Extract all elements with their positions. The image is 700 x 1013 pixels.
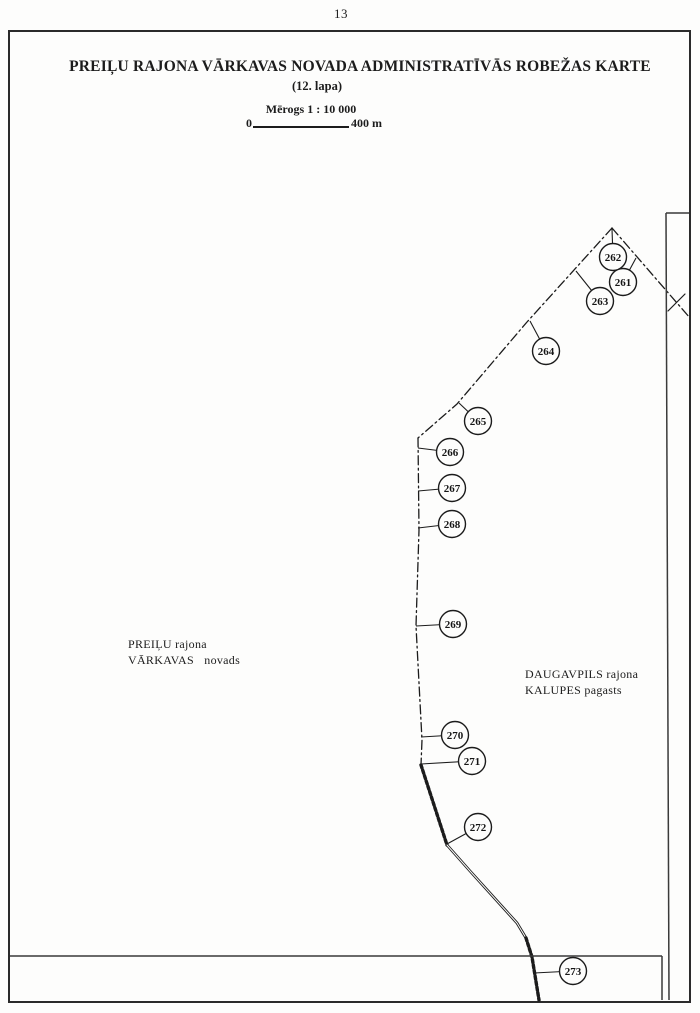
region-label-left: PREIĻU rajona VĀRKAVAS novads	[128, 636, 240, 668]
boundary-point-265: 265	[458, 402, 493, 436]
point-label: 265	[470, 416, 487, 428]
point-circle	[435, 437, 465, 467]
map-sheet-label: (12. lapa)	[292, 79, 342, 93]
boundary-cross-mark	[667, 293, 686, 312]
scale-bar: 0 400 m	[246, 116, 382, 130]
region-right-line2: KALUPES pagasts	[525, 683, 622, 697]
point-label: 263	[592, 296, 609, 308]
point-circle	[457, 746, 487, 776]
boundary-point-262: 262	[598, 228, 628, 272]
point-label: 261	[615, 277, 632, 289]
region-right-line1: DAUGAVPILS rajona	[525, 667, 639, 681]
region-left-line1: PREIĻU rajona	[128, 637, 207, 651]
boundary-point-270: 270	[420, 720, 470, 750]
boundary-south-hatched-1	[419, 763, 449, 847]
boundary-point-261: 261	[608, 257, 638, 297]
point-label: 267	[444, 483, 461, 495]
region-label-right: DAUGAVPILS rajona KALUPES pagasts	[525, 666, 638, 698]
point-circle	[585, 286, 615, 316]
point-label: 273	[565, 966, 582, 978]
point-label: 268	[444, 519, 461, 531]
point-circle	[558, 956, 588, 986]
point-label: 270	[447, 730, 464, 742]
point-label: 266	[442, 447, 459, 459]
scale-bar-zero: 0	[246, 116, 252, 130]
boundary-point-272: 272	[446, 812, 493, 845]
point-circle	[463, 406, 493, 436]
boundary-northeast-dashdot	[611, 227, 691, 319]
boundary-point-264: 264	[529, 320, 561, 366]
boundary-northwest-dashdot	[417, 227, 613, 439]
boundary-point-269: 269	[415, 609, 468, 639]
point-circle	[437, 473, 467, 503]
point-circle	[463, 812, 493, 842]
boundary-south-road-core	[446, 844, 527, 939]
boundary-point-263: 263	[575, 270, 615, 316]
point-circle	[438, 609, 468, 639]
map-frame	[8, 30, 691, 1003]
boundary-point-267: 267	[417, 473, 467, 503]
scale-bar-line	[253, 126, 349, 128]
page-number: 13	[334, 6, 348, 21]
sheet-edge-right-vertical	[665, 212, 670, 1001]
point-label: 264	[538, 346, 555, 358]
scale-bar-end: 400 m	[351, 116, 382, 130]
point-circle	[608, 267, 638, 297]
point-circle	[598, 242, 628, 272]
map-scale-text: Mērogs 1 : 10 000	[265, 102, 357, 116]
point-circle	[437, 509, 467, 539]
boundary-point-273: 273	[533, 956, 588, 986]
map-title: PREIĻU RAJONA VĀRKAVAS NOVADA ADMINISTRA…	[69, 58, 651, 75]
boundary-point-266: 266	[417, 437, 465, 467]
boundary-west-dashdot	[415, 437, 423, 766]
point-label: 271	[464, 756, 481, 768]
boundary-south-hatched-2	[524, 936, 541, 1002]
point-circle	[440, 720, 470, 750]
region-left-line2: VĀRKAVAS novads	[128, 653, 241, 667]
point-circle	[531, 336, 561, 366]
boundary-point-271: 271	[420, 746, 487, 776]
boundary-point-268: 268	[417, 509, 467, 539]
point-label: 269	[445, 619, 462, 631]
point-label: 272	[470, 822, 487, 834]
point-label: 262	[605, 252, 622, 264]
